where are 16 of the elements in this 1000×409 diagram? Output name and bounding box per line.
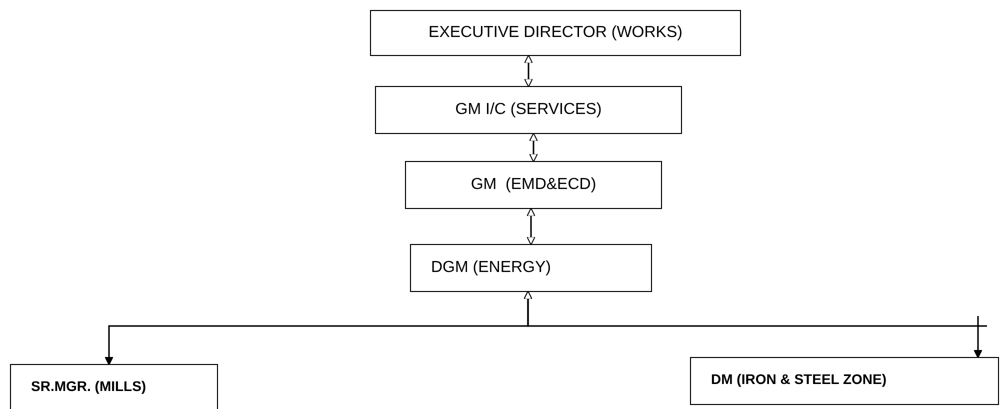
role-title: EXECUTIVE DIRECTOR (WORKS) bbox=[428, 24, 682, 42]
org-box bbox=[375, 86, 682, 134]
role-title: DGM (ENERGY) bbox=[431, 259, 551, 277]
arrow bbox=[524, 290, 982, 358]
org-box bbox=[10, 364, 218, 409]
role-title: GM I/C (SERVICES) bbox=[455, 101, 602, 119]
arrow bbox=[529, 132, 538, 162]
arrow bbox=[524, 54, 533, 88]
role-title: SR.MGR. (MILLS) bbox=[31, 378, 146, 394]
org-box bbox=[410, 244, 652, 292]
arrow bbox=[526, 208, 536, 246]
org-box bbox=[370, 10, 741, 56]
role-title: GM (EMD&ECD) bbox=[470, 176, 596, 194]
org-box bbox=[405, 161, 662, 209]
org-box bbox=[690, 357, 999, 405]
role-title: DM (IRON & STEEL ZONE) bbox=[711, 371, 887, 387]
